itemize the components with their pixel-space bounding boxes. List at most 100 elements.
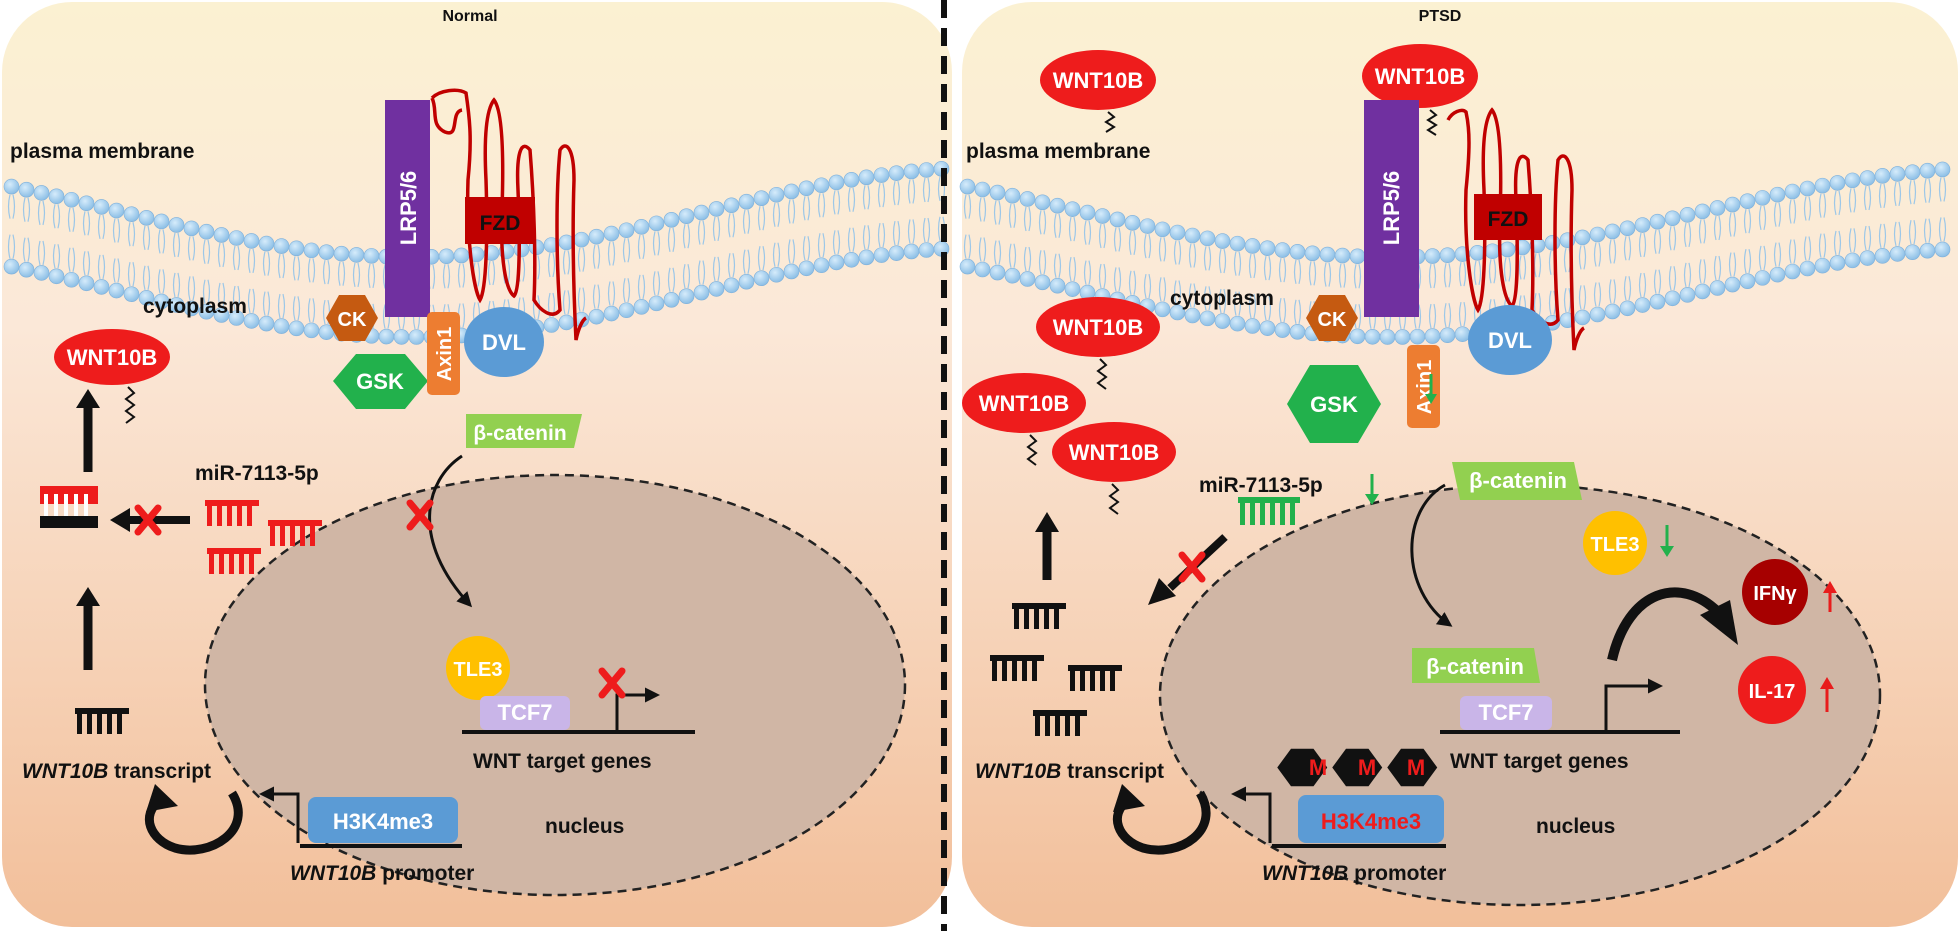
blocked-mirna-arrowhead-ptsd [1148, 578, 1176, 605]
tcf7-protein-ptsd [1460, 696, 1552, 730]
tle3-label: TLE3 [454, 659, 503, 681]
extracellular-wnt10b [1040, 50, 1156, 110]
lrp-label: LRP5/6 [396, 171, 421, 246]
cytoplasmic-wnt10b-1-label: WNT10B [1053, 315, 1143, 340]
axin-label: Axin1 [434, 327, 456, 381]
cytoplasm-label-ptsd: cytoplasm [1170, 287, 1274, 310]
tcf7-label: TCF7 [498, 700, 553, 725]
methyl-mark-1 [1277, 748, 1328, 787]
il17-label: IL-17 [1749, 681, 1796, 703]
mrna-mirna-duplex [40, 486, 98, 528]
lrp-receptor-ptsd [1364, 100, 1419, 317]
plasma-membrane-label: plasma membrane [10, 140, 194, 163]
beta-catenin-protein [466, 414, 582, 448]
methyl-marks: M M M [1277, 748, 1438, 787]
ck-label-ptsd: CK [1318, 309, 1347, 331]
target-gene-tss-arrow [615, 687, 660, 730]
cytokine-induction-arrow [1607, 587, 1722, 662]
gsk-label-ptsd: GSK [1310, 392, 1358, 417]
promoter-label-ptsd: WNT10B promoter [1262, 862, 1446, 885]
lrp-receptor [385, 100, 430, 317]
nucleus-label: nucleus [545, 815, 624, 838]
transcription-arrowhead [146, 784, 178, 812]
nucleus-label-ptsd: nucleus [1536, 815, 1615, 838]
il17-cytokine [1738, 656, 1806, 724]
plasma-membrane-label-ptsd: plasma membrane [966, 140, 1150, 163]
target-genes-label: WNT target genes [473, 750, 652, 773]
methyl-mark-2 [1332, 748, 1383, 787]
methyl-mark-2-label: M [1358, 755, 1376, 780]
ck-protein-ptsd [1306, 295, 1358, 341]
promoter-label: WNT10B promoter [290, 862, 474, 885]
fzd-extracellular-loop [430, 97, 463, 135]
il17-up-arrowhead [1820, 677, 1834, 689]
lrp-label-ptsd: LRP5/6 [1379, 171, 1404, 246]
axin-down-arrowhead [1425, 394, 1437, 404]
axin-protein [427, 312, 460, 395]
transcript-label: WNT10B transcript [22, 760, 211, 783]
gsk-label: GSK [356, 369, 404, 394]
tcf7-protein [480, 696, 570, 730]
ck-protein [326, 295, 378, 341]
bound-wnt10b-tail [1426, 109, 1438, 136]
mirna-label-ptsd: miR-7113-5p [1199, 474, 1323, 497]
panel-title-ptsd: PTSD [1419, 8, 1462, 25]
wnt10b-tail [124, 386, 136, 424]
transcription-curved-arrow [144, 790, 243, 855]
cytoplasmic-wnt10b-3 [1052, 422, 1176, 482]
promoter-tss-arrow-ptsd [1231, 786, 1272, 843]
dvl-protein [464, 307, 544, 377]
extracellular-wnt10b-label: WNT10B [1053, 68, 1143, 93]
cytoplasmic-wnt10b-1 [1036, 297, 1160, 357]
mirna-binding-arrowhead [110, 508, 130, 532]
promoter-tss-arrow [259, 786, 300, 843]
tcf7-label-ptsd: TCF7 [1479, 700, 1534, 725]
cytoplasmic-wnt10b-2 [962, 373, 1086, 433]
transcription-curved-arrow-ptsd [1112, 790, 1211, 855]
methyl-mark-3 [1387, 748, 1438, 787]
dvl-protein-ptsd [1468, 305, 1552, 375]
ifng-label: IFNγ [1753, 583, 1797, 605]
extracellular-wnt10b-tail [1104, 111, 1116, 133]
beta-catenin-label-ptsd: β-catenin [1469, 468, 1567, 493]
fzd-label: FZD [480, 212, 521, 235]
fzd-transmembrane-chain-ptsd [1446, 107, 1586, 351]
ifng-cytokine [1742, 559, 1808, 625]
h3k4me3-mark-ptsd [1298, 795, 1444, 843]
axin-protein-ptsd [1407, 345, 1440, 428]
nuclear-beta-catenin-label: β-catenin [1426, 654, 1524, 679]
axin-label-ptsd: Axin1 [1414, 360, 1436, 414]
cytokine-induction-arrowhead [1700, 600, 1738, 645]
tle3-protein-ptsd [1583, 511, 1647, 575]
dvl-label: DVL [482, 330, 526, 355]
target-gene-tss-arrow-ptsd [1604, 678, 1663, 730]
cytoplasm-label: cytoplasm [143, 295, 247, 318]
h3k4me3-label-ptsd: H3K4me3 [1321, 809, 1421, 834]
transcription-arrowhead-ptsd [1113, 784, 1145, 812]
fzd-receptor [465, 197, 535, 244]
nucleus-normal [203, 473, 907, 897]
methyl-mark-3-label: M [1407, 755, 1425, 780]
fzd-receptor-ptsd [1474, 194, 1542, 240]
dvl-label-ptsd: DVL [1488, 328, 1532, 353]
transcript-label-ptsd: WNT10B transcript [975, 760, 1164, 783]
fzd-label-ptsd: FZD [1488, 208, 1529, 231]
tle3-down-arrowhead [1660, 546, 1674, 557]
h3k4me3-mark [308, 797, 458, 843]
cytoplasmic-wnt10b-2-tail [1026, 434, 1038, 466]
gsk-protein [333, 354, 428, 409]
translation-arrowhead [76, 389, 100, 408]
bound-wnt10b-label: WNT10B [1375, 64, 1465, 89]
mirna-down-arrowhead [1365, 494, 1379, 505]
beta-catenin-protein-ptsd [1452, 462, 1582, 500]
beta-catenin-translocation-arrow [428, 454, 473, 608]
translation-arrowhead-ptsd [1035, 512, 1059, 532]
mirna-label: miR-7113-5p [195, 462, 319, 485]
cytoplasmic-wnt10b-3-label: WNT10B [1069, 440, 1159, 465]
methyl-mark-1-label: M [1309, 755, 1327, 780]
cytoplasmic-wnt10b-3-tail [1108, 483, 1120, 515]
bound-wnt10b [1362, 44, 1478, 108]
h3k4me3-label: H3K4me3 [333, 809, 433, 834]
beta-catenin-translocation-arrow-ptsd [1410, 483, 1453, 627]
